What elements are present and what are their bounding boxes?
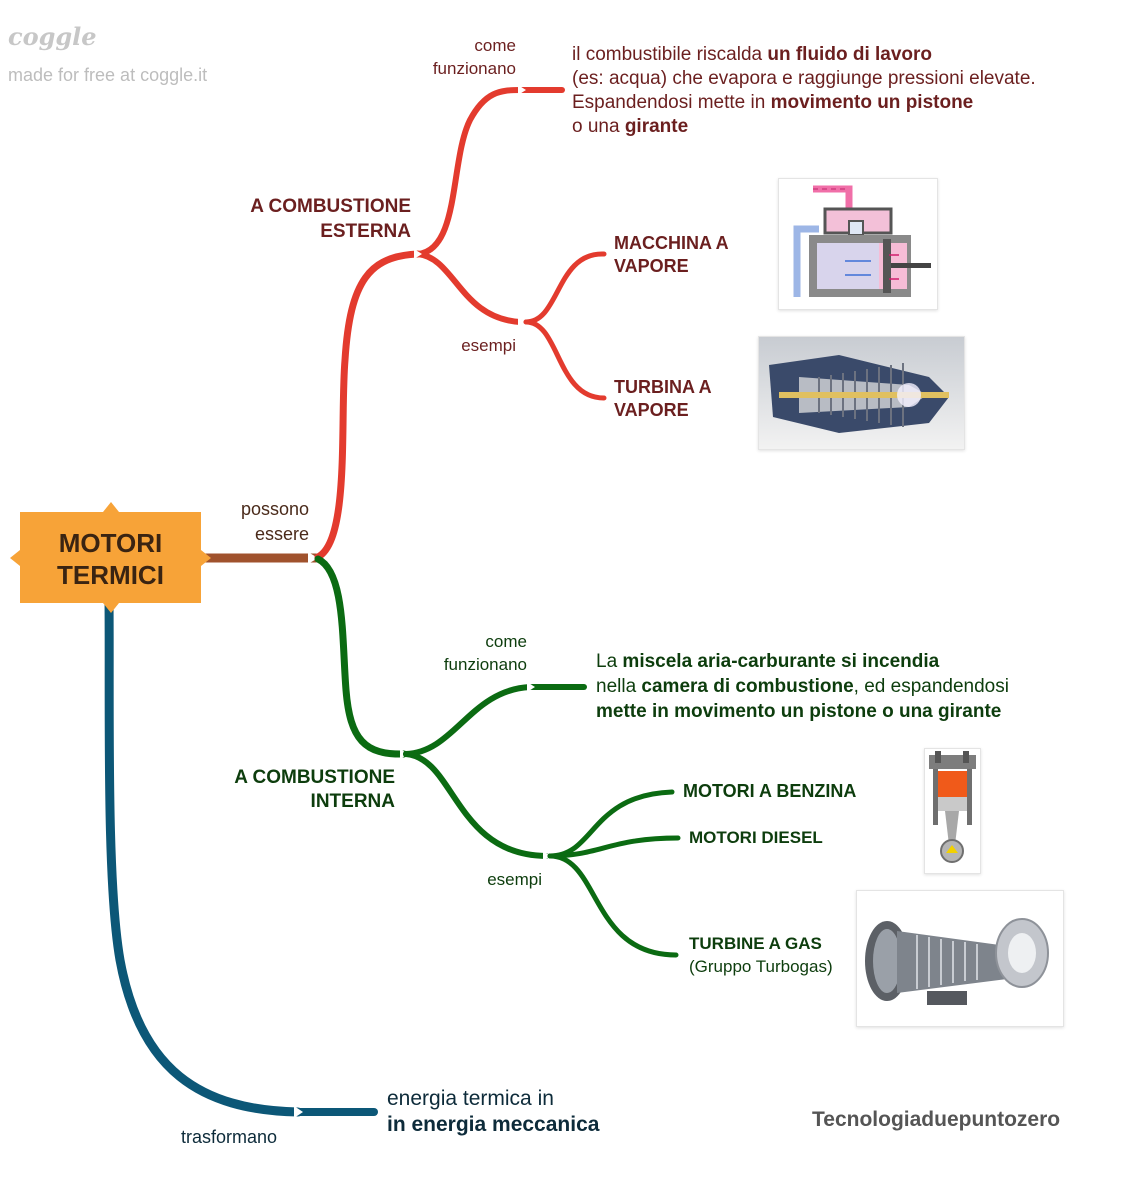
branch-internal [314,555,408,758]
node-external-combustion[interactable]: A COMBUSTIONE ESTERNA [250,196,411,242]
root-node-arrow-left [10,550,20,566]
coggle-tagline: made for free at coggle.it [8,65,208,85]
node-gas-turbines[interactable]: TURBINE A GAS (Gruppo Turbogas) [689,934,833,976]
node-external-how-text[interactable]: il combustibile riscalda un fluido di la… [572,44,1036,137]
link-label-external-how: come funzionano [432,36,516,78]
node-internal-how-text[interactable]: La miscela aria-carburante si incendia n… [596,651,1009,722]
node-internal-combustion[interactable]: A COMBUSTIONE INTERNA [234,767,395,812]
steam-turbine-image [758,336,965,450]
node-steam-engine[interactable]: MACCHINA A VAPORE [614,233,729,276]
link-label-external-examples: esempi [461,336,516,355]
steam-engine-image [778,178,938,310]
gas-turbine-image [856,890,1064,1027]
root-node-arrow-right [201,550,211,566]
link-label-trasformano: trasformano [181,1127,278,1147]
link-label-internal-examples: esempi [487,870,542,889]
node-steam-turbine[interactable]: TURBINA A VAPORE [614,377,712,420]
root-node-arrow-bottom [103,603,119,613]
node-diesel-engines[interactable]: MOTORI DIESEL [689,828,823,847]
node-energy-conversion[interactable]: energia termica in in energia meccanica [387,1087,600,1136]
branch-transform [104,595,303,1117]
node-petrol-engines[interactable]: MOTORI A BENZINA [683,781,857,801]
branch-external-examples [415,251,523,325]
branch-external-how [415,87,523,257]
piston-engine-image [924,748,981,874]
root-title: MOTORI TERMICI [57,528,164,590]
branch-internal-examples [403,751,549,859]
link-label-possono-essere: possono essere [240,499,309,544]
author-credit: Tecnologiaduepuntozero [812,1108,1061,1131]
branch-internal-how [403,684,533,757]
coggle-logo: coggle [8,22,97,51]
root-node[interactable]: MOTORI TERMICI [10,502,211,613]
branch-external [314,250,422,561]
link-label-internal-how: come funzionano [443,632,527,674]
root-node-arrow-top [103,502,119,512]
